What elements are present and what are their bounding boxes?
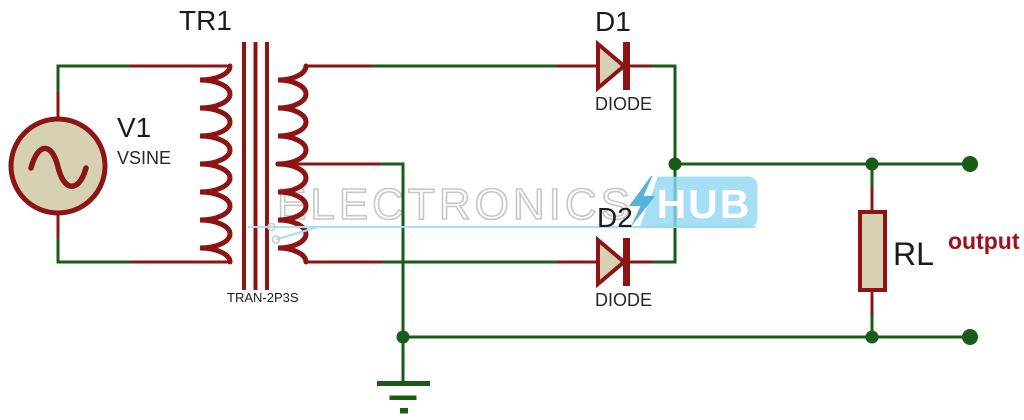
voltage-source-v1 (8, 116, 108, 216)
source-ref-label: V1 (117, 112, 152, 143)
d1-type-label: DIODE (595, 94, 653, 114)
resistor-ref-label: RL (893, 236, 934, 272)
ground-bar-medium (389, 395, 417, 400)
sine-symbol (28, 145, 89, 189)
output-annotation: output (948, 228, 1020, 254)
output-terminal-bottom (962, 329, 978, 345)
junctions-and-terminals (396, 156, 978, 345)
junction-dot-ground (396, 330, 410, 344)
wire-center-tap-down (380, 162, 405, 337)
resistor-rl-body (858, 210, 887, 292)
transformer-tr1 (199, 42, 309, 290)
ground-bar-small (400, 408, 408, 414)
transformer-core (242, 42, 269, 290)
source-type-label: VSINE (117, 148, 172, 168)
component-pin-stubs (56, 64, 874, 315)
wire-d1-to-junction (652, 64, 677, 164)
junction-dot-rl-bottom (865, 330, 879, 344)
d1-cathode-bar (623, 42, 630, 90)
primary-winding (199, 63, 233, 265)
secondary-winding-bottom (275, 161, 309, 265)
d1-ref-label: D1 (595, 6, 631, 37)
wire-source-top (56, 64, 130, 92)
d2-triangle (596, 235, 628, 289)
ground-bar-large (377, 381, 430, 386)
junction-dot-rl-top (865, 157, 879, 171)
diode-d2 (596, 235, 630, 289)
secondary-winding-top (275, 63, 309, 167)
junction-dot-diodes (668, 157, 682, 171)
d2-ref-label: D2 (597, 202, 633, 233)
transformer-type-label: TRAN-2P3S (227, 290, 299, 305)
ground-symbol (377, 381, 430, 414)
watermark-hub-text: HUB (656, 181, 752, 227)
d2-type-label: DIODE (595, 290, 653, 310)
output-terminal-top (962, 156, 978, 172)
watermark-brand-text: ELECTRONICS (276, 179, 634, 230)
transformer-ref-label: TR1 (179, 5, 232, 36)
diode-d1 (596, 39, 630, 93)
wire-source-bottom (56, 238, 130, 264)
wire-net-green (56, 64, 970, 382)
d1-triangle (596, 39, 628, 93)
d2-cathode-bar (623, 238, 630, 286)
